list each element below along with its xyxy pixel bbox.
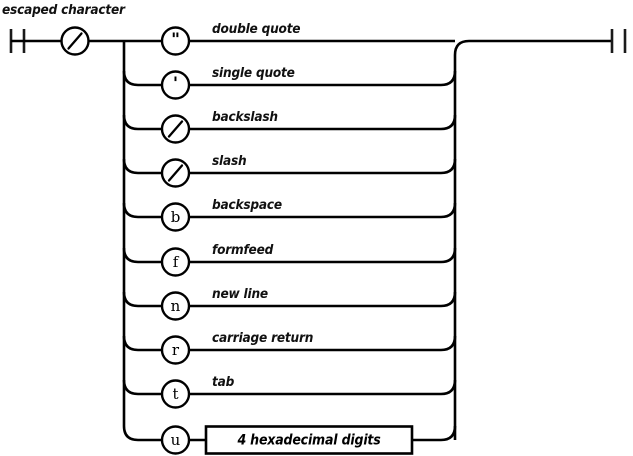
nonterminal-box-hex-digits[interactable] — [204, 425, 414, 455]
letter-n-circle-glyph: n — [171, 297, 181, 315]
branch-label-new-line: new line — [212, 286, 268, 302]
nonterminal-label-hex-digits: 4 hexadecimal digits — [237, 433, 381, 449]
slash-circle-glyph — [167, 164, 184, 182]
branch-row-double-quote[interactable]: " double quote — [124, 21, 455, 56]
backslash-circle-glyph — [167, 120, 184, 138]
diagram-title: escaped character — [2, 2, 126, 18]
left-branch-spine — [122, 41, 162, 442]
branch-label-backslash: backslash — [212, 109, 278, 125]
branch-row-formfeed[interactable]: f formfeed — [122, 242, 457, 277]
letter-n-circle — [160, 291, 191, 321]
branch-label-carriage-return: carriage return — [212, 330, 313, 346]
right-merge-spine — [453, 39, 612, 440]
double-quote-circle-glyph: " — [171, 30, 180, 50]
branch-row-single-quote[interactable]: ' single quote — [122, 65, 457, 100]
letter-u-circle-glyph: u — [171, 431, 181, 449]
double-quote-circle — [160, 26, 191, 56]
branch-row-unicode-escape[interactable]: u 4 hexadecimal digits — [160, 425, 457, 455]
prefix-backslash-token — [60, 26, 124, 56]
branch-label-formfeed: formfeed — [212, 242, 274, 258]
branch-label-tab: tab — [212, 374, 235, 390]
branch-label-slash: slash — [212, 153, 246, 169]
letter-b-circle-glyph: b — [171, 208, 181, 226]
branch-row-backspace[interactable]: b backspace — [122, 197, 457, 232]
branch-row-new-line[interactable]: n new line — [122, 286, 457, 321]
branch-row-slash[interactable]: slash — [122, 153, 457, 188]
letter-r-circle — [160, 335, 191, 365]
single-quote-circle-glyph: ' — [173, 74, 178, 94]
branch-label-double-quote: double quote — [212, 21, 300, 37]
letter-t-circle — [160, 379, 191, 409]
letter-f-circle — [160, 247, 191, 277]
letter-t-circle-glyph: t — [172, 385, 178, 403]
letter-r-circle-glyph: r — [172, 341, 180, 359]
start-terminal-marker — [9, 29, 62, 53]
branch-row-backslash[interactable]: backslash — [122, 109, 457, 144]
single-quote-circle — [160, 70, 191, 100]
branch-row-carriage-return[interactable]: r carriage return — [122, 330, 457, 365]
branch-label-single-quote: single quote — [212, 65, 295, 81]
letter-f-circle-glyph: f — [173, 253, 180, 271]
branch-row-tab[interactable]: t tab — [122, 374, 457, 409]
branch-label-backspace: backspace — [212, 197, 282, 213]
letter-b-circle — [160, 202, 191, 232]
end-terminal-marker — [610, 29, 627, 53]
